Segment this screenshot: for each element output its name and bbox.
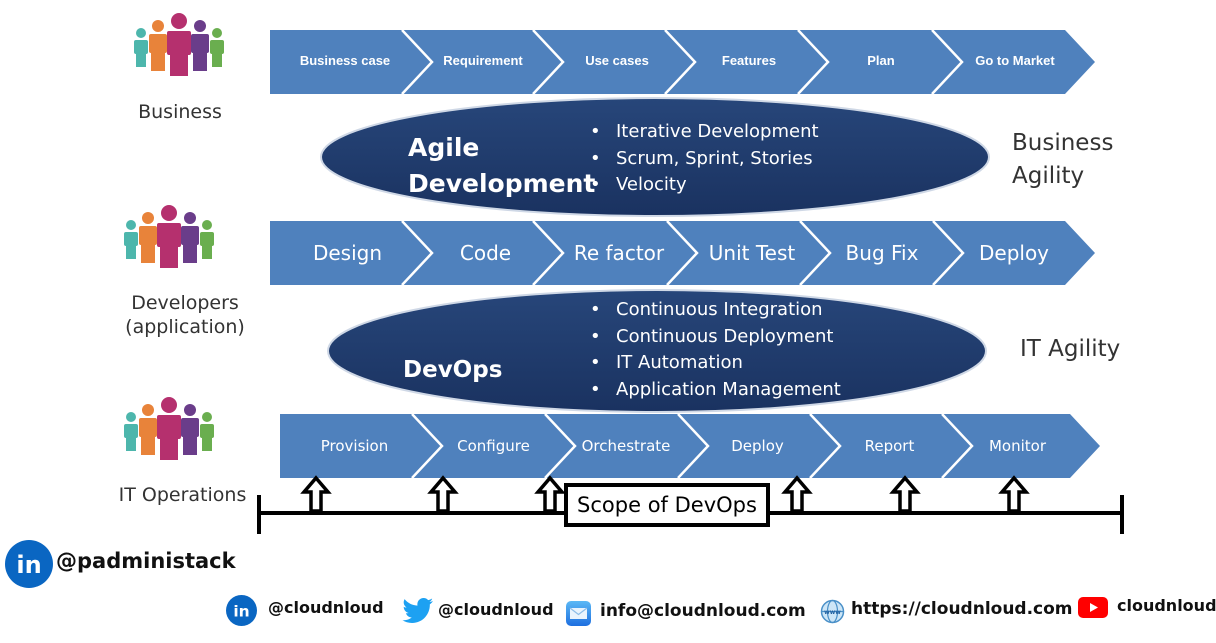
scope-of-devops-box: Scope of DevOps xyxy=(564,483,770,527)
linkedin-icon: in xyxy=(5,540,53,588)
email-link[interactable]: info@cloudnloud.com xyxy=(600,601,806,621)
agile-title-line1: Agile xyxy=(408,133,480,162)
business-agility-line1: Business xyxy=(1012,130,1114,156)
developers-label-line2: (application) xyxy=(125,316,245,338)
stage-code: Code xyxy=(459,241,512,265)
business-agility-line2: Agility xyxy=(1012,163,1085,189)
devops-bullet: IT Automation xyxy=(590,350,841,377)
agile-bullet: Iterative Development xyxy=(590,119,819,146)
scope-of-devops-label: Scope of DevOps xyxy=(577,493,757,517)
developers-people-icon xyxy=(124,205,214,268)
devops-bullet: Continuous Deployment xyxy=(590,324,841,351)
stage-business-case: Business case xyxy=(299,53,391,68)
stage-report: Report xyxy=(864,437,915,455)
svg-text:in: in xyxy=(16,551,41,579)
stage-requirement: Requirement xyxy=(443,53,523,68)
it-operations-label: IT Operations xyxy=(118,484,247,506)
stage-plan: Plan xyxy=(867,53,895,68)
stage-monitor: Monitor xyxy=(988,437,1047,455)
agile-bullet: Scrum, Sprint, Stories xyxy=(590,146,819,173)
agile-bullets: Iterative Development Scrum, Sprint, Sto… xyxy=(590,119,819,199)
up-arrow-icon xyxy=(300,475,332,513)
stage-orchestrate: Orchestrate xyxy=(581,437,671,455)
stage-bug-fix: Bug Fix xyxy=(845,241,919,265)
twitter-icon xyxy=(402,598,434,623)
devops-title: DevOps xyxy=(403,357,503,383)
devops-bullet: Application Management xyxy=(590,377,841,404)
business-agility-label: Business Agility xyxy=(1012,127,1113,193)
youtube-channel[interactable]: cloudnloud xyxy=(1117,596,1216,615)
stage-provision: Provision xyxy=(320,437,389,455)
linkedin-handle[interactable]: @cloudnloud xyxy=(268,598,384,617)
stage-unit-test: Unit Test xyxy=(708,241,796,265)
stage-features: Features xyxy=(721,53,777,68)
agile-title: Agile Development xyxy=(408,130,595,202)
globe-icon: www xyxy=(820,599,845,624)
stage-use-cases: Use cases xyxy=(585,53,649,68)
svg-text:www: www xyxy=(824,609,841,616)
author-handle[interactable]: @padministack xyxy=(56,549,236,573)
business-label: Business xyxy=(138,101,222,123)
stage-deploy-dev: Deploy xyxy=(978,241,1050,265)
it-operations-chevron-row xyxy=(280,414,1100,479)
business-chevron-row xyxy=(270,30,1095,95)
developers-chevron-row xyxy=(270,221,1095,286)
up-arrow-icon xyxy=(534,475,566,513)
stage-deploy-ops: Deploy xyxy=(731,437,784,455)
up-arrow-icon xyxy=(781,475,813,513)
up-arrow-icon xyxy=(427,475,459,513)
devops-bullets: Continuous Integration Continuous Deploy… xyxy=(590,297,841,403)
stage-refactor: Re factor xyxy=(573,241,665,265)
linkedin-icon: in xyxy=(226,595,257,626)
devops-bullet: Continuous Integration xyxy=(590,297,841,324)
mail-icon xyxy=(566,601,591,626)
it-agility-label: IT Agility xyxy=(1020,336,1121,362)
agile-title-line2: Development xyxy=(408,169,596,198)
youtube-icon xyxy=(1078,597,1108,618)
developers-label: Developers (application) xyxy=(115,291,255,339)
stage-configure: Configure xyxy=(457,437,530,455)
website-link[interactable]: https://cloudnloud.com xyxy=(851,599,1073,619)
up-arrow-icon xyxy=(998,475,1030,513)
agile-bullet: Velocity xyxy=(590,172,819,199)
twitter-handle[interactable]: @cloudnloud xyxy=(438,600,554,619)
stage-go-to-market: Go to Market xyxy=(975,53,1055,68)
business-people-icon xyxy=(134,13,224,76)
up-arrow-icon xyxy=(889,475,921,513)
svg-text:in: in xyxy=(233,602,249,620)
stage-design: Design xyxy=(312,241,383,265)
developers-label-line1: Developers xyxy=(131,292,239,314)
it-operations-people-icon xyxy=(124,397,214,460)
